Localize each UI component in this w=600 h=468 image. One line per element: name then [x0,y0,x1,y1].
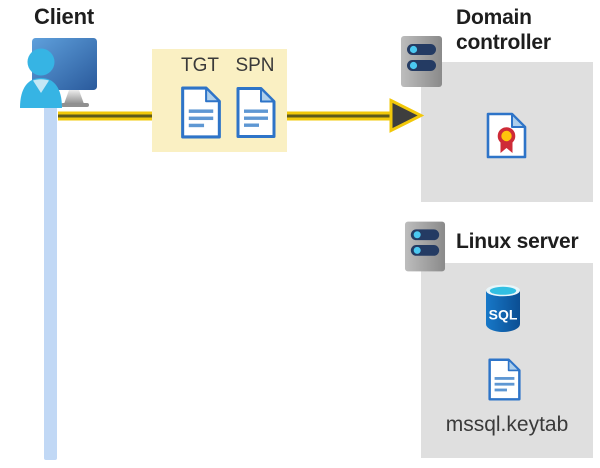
ticket-box: TGT SPN [152,49,287,152]
sql-label: SQL [489,307,518,323]
spn-label: SPN [235,55,275,76]
domain-controller-title: Domain controller [456,6,551,54]
domain-controller-server-icon [401,36,442,87]
monitor-stand [64,90,84,104]
client-title: Client [34,4,94,29]
linux-server-icon [404,221,446,272]
arrowhead-icon [389,98,424,133]
linux-server-title: Linux server [456,230,579,253]
certificate-icon [486,112,527,159]
tgt-document-icon [181,86,221,139]
sql-database-icon: SQL [486,284,520,332]
client-connection-bar [44,99,57,460]
user-icon [20,48,62,108]
spn-document-icon [236,87,276,138]
keytab-filename: mssql.keytab [445,413,569,436]
tgt-label: TGT [181,55,219,76]
keytab-document-icon [488,358,521,401]
client-workstation-icon [20,38,97,108]
